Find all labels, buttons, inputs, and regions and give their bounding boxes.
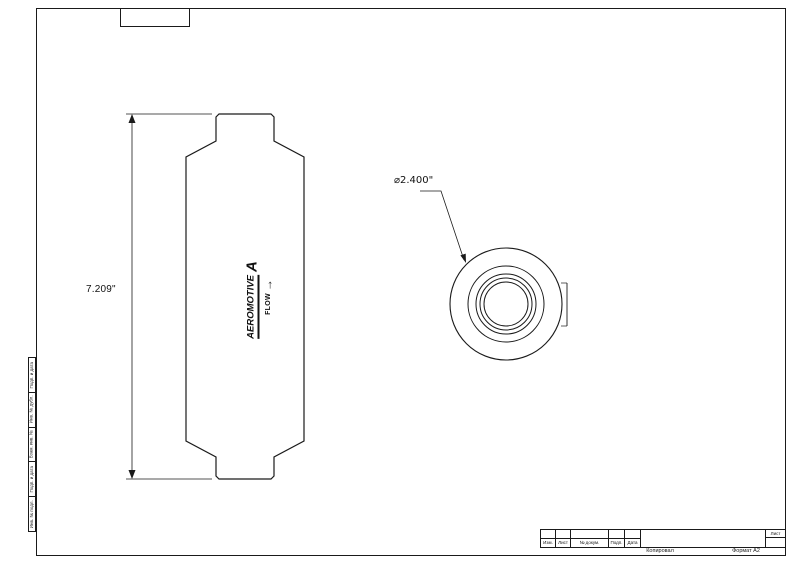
margin-stamp: Инв. № дубл.: [29, 391, 35, 427]
diameter-leader-arrow-icon: [460, 253, 466, 263]
brand-logo-mark-icon: A: [243, 261, 261, 272]
flow-arrow-icon: →: [261, 279, 275, 292]
diameter-leader-line: [420, 190, 465, 261]
end-view-circle-bore: [479, 277, 533, 331]
revision-header-izm: Изм.: [541, 539, 556, 547]
flow-label: FLOW: [264, 293, 272, 315]
title-block: Изм. Лист № докум. Подп. Дата Лист: [540, 529, 786, 548]
format-label: Формат А2: [732, 548, 760, 554]
sheet-cell-label: Лист: [766, 530, 785, 538]
revision-row-headers: Изм. Лист № докум. Подп. Дата: [541, 538, 640, 547]
dimension-arrow-bottom-icon: [128, 470, 136, 479]
drawing-frame: [36, 8, 786, 556]
revision-header-podp: Подп.: [609, 539, 625, 547]
revision-row-empty: [541, 530, 640, 538]
title-block-sheet-cell: Лист: [765, 530, 785, 547]
title-block-revision-table: Изм. Лист № докум. Подп. Дата: [541, 530, 641, 547]
revision-header-data: Дата: [627, 539, 638, 545]
title-block-designation-cell: [641, 530, 765, 547]
margin-stamp: Подп. и дата: [28, 361, 34, 389]
brand-logo: AEROMOTIVE A: [243, 261, 261, 339]
margin-stamp: Взам. инв. №: [29, 426, 35, 462]
top-left-reference-cell: [120, 9, 190, 27]
margin-stamp: Подп. и дата: [29, 461, 35, 496]
copied-label: Копировал: [646, 548, 674, 554]
dimension-arrow-top-icon: [128, 114, 136, 123]
flow-indicator: FLOW →: [261, 279, 275, 315]
diameter-dimension-label: ⌀2.400": [394, 175, 434, 186]
margin-stamps: Подп. и дата Инв. № дубл. Взам. инв. № П…: [28, 357, 36, 532]
end-view-circle-flange: [467, 265, 545, 343]
end-view-circle-inner: [483, 281, 529, 327]
length-dimension-label: 7.209": [86, 284, 116, 295]
filter-side-outline: [185, 113, 305, 480]
brand-logo-text: AEROMOTIVE: [245, 274, 259, 339]
end-view-circle-thread: [475, 273, 537, 335]
revision-header-docnum: № докум.: [571, 539, 609, 547]
margin-stamp: Инв. № подл.: [29, 496, 35, 531]
revision-header-list: Лист: [556, 539, 571, 547]
end-view-circle-outer: [449, 247, 563, 361]
